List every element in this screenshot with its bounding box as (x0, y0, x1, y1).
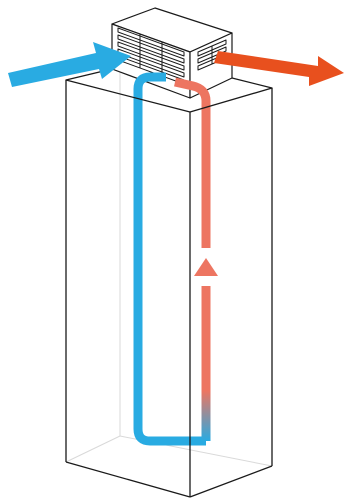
cabinet-hidden-edge (65, 435, 121, 463)
cold-airflow-path (133, 72, 206, 446)
cabinet-outline (65, 68, 273, 498)
cabinet-bottom-right-edge (189, 465, 273, 498)
airflow-loop (133, 72, 218, 446)
flow-arrow-up-icon (194, 258, 218, 276)
intake-arrow-right-icon (8, 42, 131, 87)
cabinet-hidden-edges (65, 58, 273, 467)
hot-airflow-path (174, 77, 211, 441)
cooling-unit (111, 7, 233, 99)
cabinet-bottom-front-edge (65, 461, 191, 498)
intake-vent-grille (117, 27, 185, 85)
exhaust-arrow-right-icon (214, 51, 344, 86)
